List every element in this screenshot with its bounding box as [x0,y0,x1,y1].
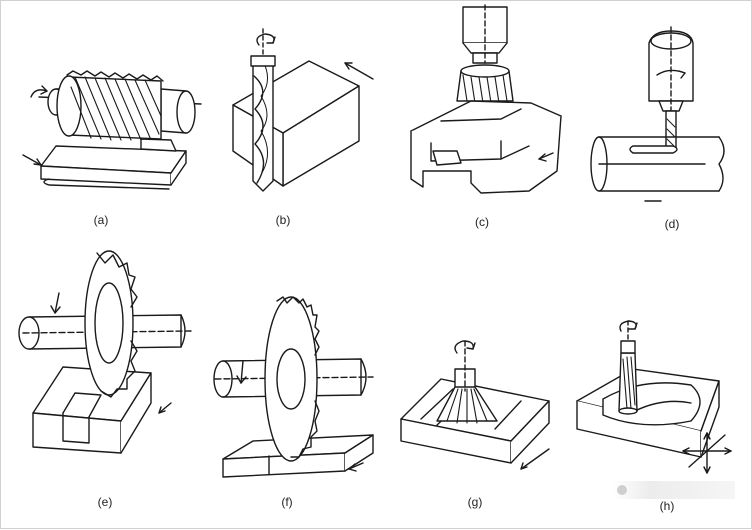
label-f: (f) [281,495,293,509]
label-b: (b) [275,213,291,227]
label-e: (e) [97,495,113,509]
figure-d-keyway-milling [591,27,724,201]
figure-e-side-face-milling [19,251,191,453]
label-c: (c) [475,215,489,229]
watermark-overlay [613,481,735,499]
label-h: (h) [659,499,675,513]
figure-b-end-mill-side-milling [233,29,373,191]
label-a: (a) [93,213,109,227]
figure-h-cavity-milling [577,321,731,473]
figure-a-cylindrical-milling [23,71,201,189]
figure-g-angle-milling [401,341,549,469]
figure-c-face-milling [411,5,561,193]
figure-f-slotting [214,297,373,477]
label-g: (g) [467,495,483,509]
label-d: (d) [664,217,680,231]
